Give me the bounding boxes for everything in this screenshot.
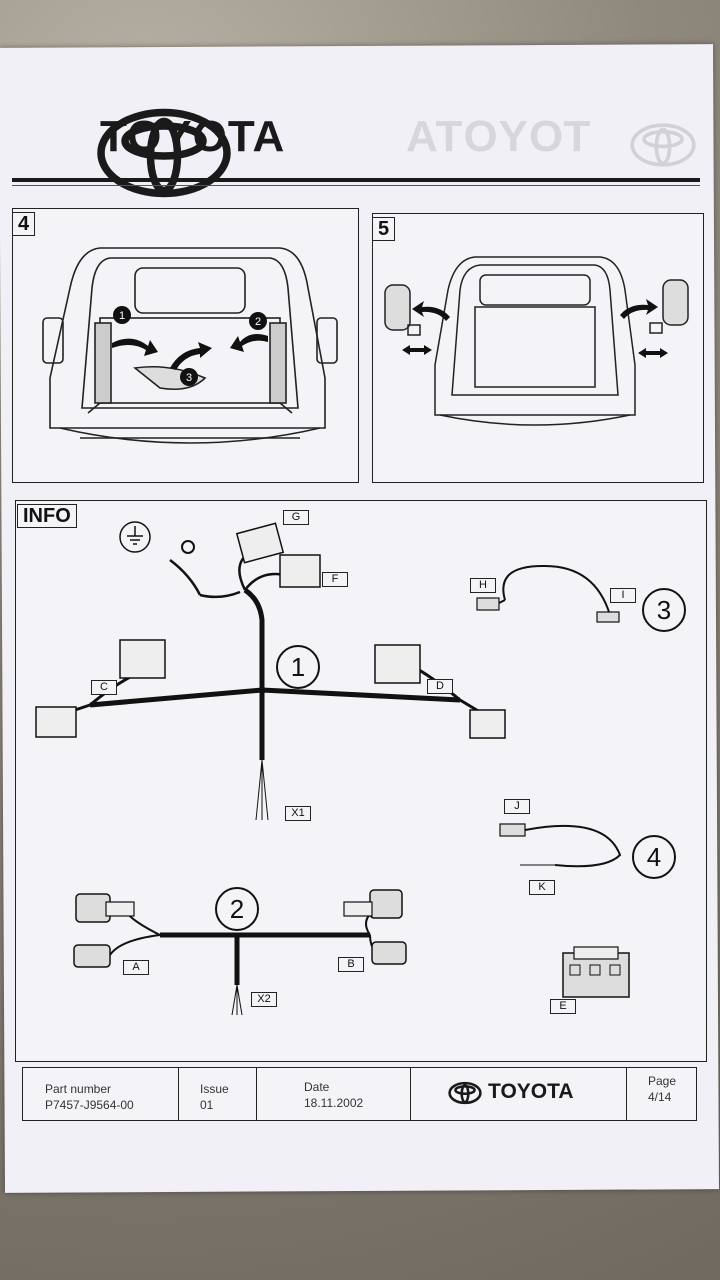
connector-label-k: K xyxy=(529,880,555,895)
connector-label-x1: X1 xyxy=(285,806,311,821)
connector-label-i: I xyxy=(610,588,636,603)
connector-label-x2: X2 xyxy=(251,992,277,1007)
part-number-value: P7457-J9564-00 xyxy=(45,1098,134,1112)
show-through-brand: TOYOTA xyxy=(405,112,591,161)
header-rule xyxy=(12,178,700,182)
page-value: 4/14 xyxy=(648,1090,672,1104)
marker-1: 1 xyxy=(119,310,125,322)
date-value: 18.11.2002 xyxy=(304,1096,364,1110)
step-5-vehicle-illustration xyxy=(384,256,689,426)
harness-1-drawing xyxy=(35,522,506,821)
marker-2: 2 xyxy=(255,316,261,328)
harness-2-drawing xyxy=(73,889,407,1016)
footer-brand: TOYOTA xyxy=(488,1080,574,1103)
kit-number-1: 1 xyxy=(276,645,320,689)
connector-label-e: E xyxy=(550,999,576,1014)
connector-label-d: D xyxy=(427,679,453,694)
brand-title: TOYOTA xyxy=(100,112,286,161)
step-5-label: 5 xyxy=(372,217,396,241)
connector-label-j: J xyxy=(504,799,530,814)
footer-page-cell: Page 4/14 xyxy=(626,1068,696,1120)
connector-label-f: F xyxy=(322,572,348,587)
connector-label-h: H xyxy=(470,578,496,593)
part-number-label: Part number xyxy=(45,1082,112,1096)
kit-number-4: 4 xyxy=(632,835,676,879)
ground-icon xyxy=(119,521,151,553)
footer-part-number-cell: Part number P7457-J9564-00 xyxy=(23,1068,179,1120)
toyota-logo-icon xyxy=(97,108,231,198)
kit-number-2: 2 xyxy=(215,887,259,931)
marker-3: 3 xyxy=(186,372,192,384)
show-through-logo-icon xyxy=(630,123,696,167)
footer-date-cell: Date 18.11.2002 xyxy=(256,1068,411,1120)
connector-label-g: G xyxy=(283,510,309,525)
kit-number-3: 3 xyxy=(642,588,686,632)
issue-label: Issue xyxy=(200,1082,229,1096)
connector-label-c: C xyxy=(91,680,117,695)
footer-brand-cell: TOYOTA xyxy=(410,1068,627,1120)
connector-label-b: B xyxy=(338,957,364,972)
step-4-vehicle-illustration: 1 2 3 xyxy=(42,247,338,444)
date-label: Date xyxy=(304,1080,330,1094)
issue-value: 01 xyxy=(200,1098,214,1112)
connector-label-a: A xyxy=(123,960,149,975)
footer-toyota-logo-icon xyxy=(448,1081,482,1105)
step-4-panel xyxy=(12,208,359,483)
harness-4-drawing xyxy=(499,823,622,868)
step-4-label: 4 xyxy=(12,212,36,236)
footer-issue-cell: Issue 01 xyxy=(178,1068,257,1120)
connector-e-drawing xyxy=(562,946,630,998)
harness-3-drawing xyxy=(476,564,620,623)
document-footer: Part number P7457-J9564-00 Issue 01 Date… xyxy=(22,1067,697,1121)
page-label: Page xyxy=(648,1074,677,1088)
info-label: INFO xyxy=(17,504,77,528)
header-rule-thin xyxy=(12,185,700,186)
